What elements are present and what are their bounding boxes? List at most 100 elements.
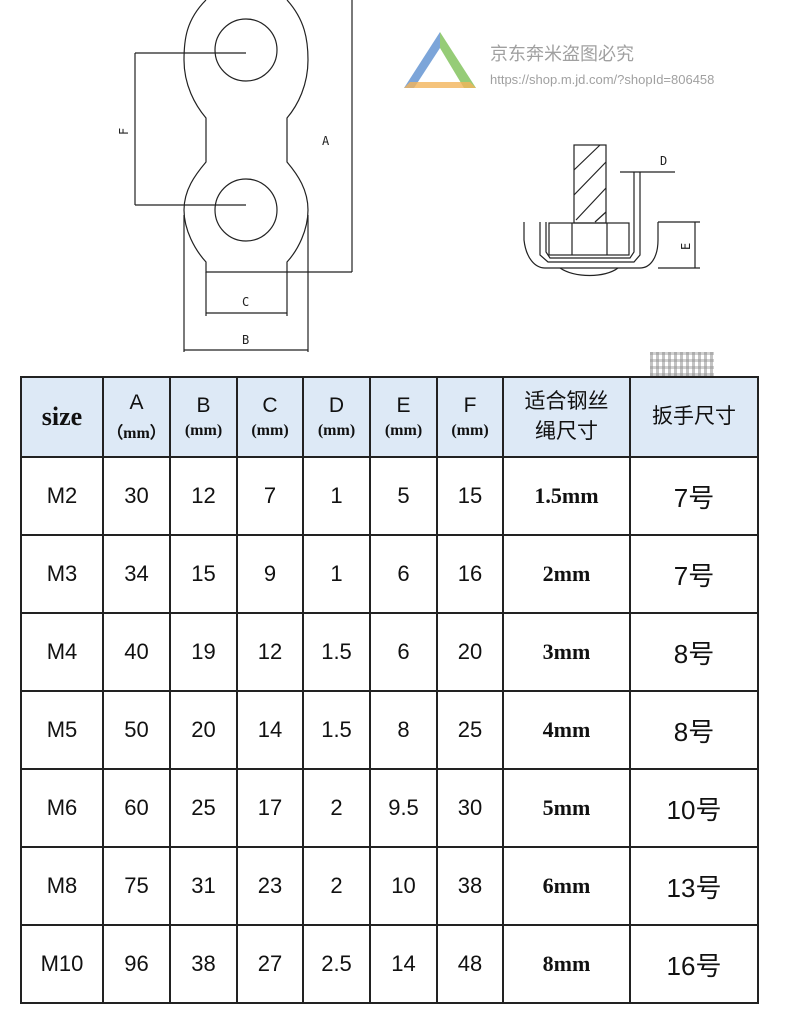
column-header: C (mm) [236,376,304,458]
table-cell: 6 [369,612,438,692]
column-header: D(mm) [302,376,371,458]
header-label-2: 绳尺寸 [535,420,598,443]
clamp-outline [183,0,309,273]
label-e: E [679,243,693,250]
column-header: B (mm) [169,376,238,458]
header-unit: (mm) [384,422,423,439]
label-b: B [242,333,249,347]
table-cell: 16号 [629,924,759,1004]
table-cell: 13号 [629,846,759,926]
table-cell: 15 [436,456,504,536]
table-cell: 60 [102,768,171,848]
table-cell: 16 [436,534,504,614]
table-cell: 9.5 [369,768,438,848]
table-cell: 30 [436,768,504,848]
table-cell: 30 [102,456,171,536]
table-cell: 7号 [629,456,759,536]
table-cell: 9 [236,534,304,614]
header-unit: (mm) [251,422,289,439]
table-cell: M10 [20,924,104,1004]
lower-hole [214,178,278,242]
table-cell: 4mm [502,690,631,770]
table-cell: M3 [20,534,104,614]
header-unit: （mm） [107,425,166,442]
header-unit: (mm) [184,422,223,439]
table-cell: 5mm [502,768,631,848]
table-cell: 34 [102,534,171,614]
header-label: B [196,394,211,417]
header-unit: (mm) [451,422,489,439]
table-cell: M8 [20,846,104,926]
table-cell: 3mm [502,612,631,692]
header-label: 适合钢丝 [524,390,609,413]
cup [523,222,659,269]
column-header: 适合钢丝绳尺寸 [502,376,631,458]
upper-hole [214,18,278,82]
header-label: A [129,391,144,414]
table-cell: 38 [436,846,504,926]
table-cell: 15 [169,534,238,614]
table-cell: 1 [302,456,371,536]
table-cell: 25 [169,768,238,848]
table-cell: 38 [169,924,238,1004]
label-d: D [660,154,667,168]
table-cell: 1.5mm [502,456,631,536]
table-cell: M2 [20,456,104,536]
table-cell: 6 [369,534,438,614]
column-header: size [20,376,104,458]
table-cell: 8 [369,690,438,770]
label-c: C [242,295,249,309]
column-header: E(mm) [369,376,438,458]
table-cell: 1 [302,534,371,614]
table-cell: 7号 [629,534,759,614]
table-cell: M5 [20,690,104,770]
label-f: F [117,128,131,135]
table-cell: 8号 [629,690,759,770]
label-a: A [322,134,330,148]
table-cell: 20 [436,612,504,692]
table-cell: 48 [436,924,504,1004]
column-header: F (mm) [436,376,504,458]
table-cell: 14 [236,690,304,770]
table-cell: 14 [369,924,438,1004]
column-header: A （mm） [102,376,171,458]
column-header: 扳手尺寸 [629,376,759,458]
table-cell: M6 [20,768,104,848]
table-cell: 10 [369,846,438,926]
stem [573,144,607,224]
table-cell: 19 [169,612,238,692]
header-label: F [463,394,477,417]
table-cell: 20 [169,690,238,770]
header-label: C [262,394,278,417]
table-cell: 23 [236,846,304,926]
table-cell: 96 [102,924,171,1004]
watermark-logo [404,32,476,88]
table-cell: 8号 [629,612,759,692]
table-cell: 12 [236,612,304,692]
table-cell: 40 [102,612,171,692]
table-cell: 2mm [502,534,631,614]
table-cell: 2 [302,768,371,848]
dimension-drawing: F A C B D E [117,0,700,352]
nut [548,222,630,256]
table-cell: 2.5 [302,924,371,1004]
table-cell: 25 [436,690,504,770]
table-cell: 27 [236,924,304,1004]
table-cell: 75 [102,846,171,926]
header-label: D [328,394,345,417]
table-cell: 8mm [502,924,631,1004]
header-label: 扳手尺寸 [652,405,736,428]
table-cell: 1.5 [302,612,371,692]
table-cell: 6mm [502,846,631,926]
table-cell: 31 [169,846,238,926]
table-cell: 7 [236,456,304,536]
table-cell: 50 [102,690,171,770]
table-cell: 12 [169,456,238,536]
